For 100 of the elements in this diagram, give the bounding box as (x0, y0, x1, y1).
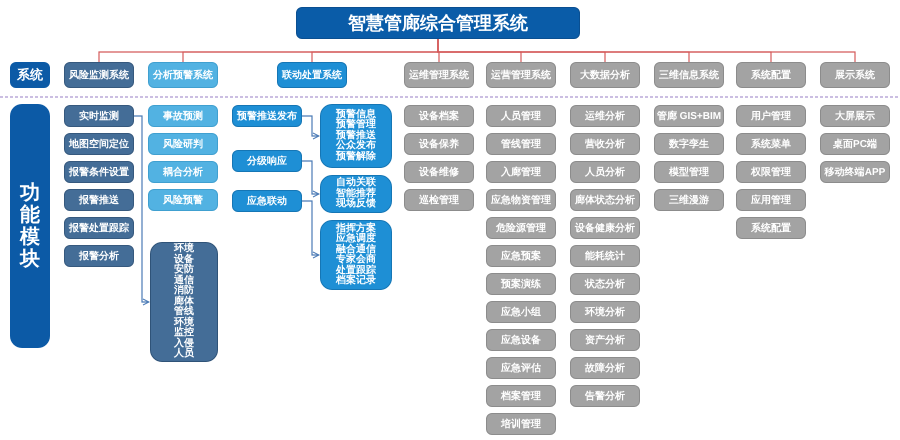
module-box (404, 105, 474, 127)
module-box (232, 105, 302, 127)
node-text: 应急评估 (501, 362, 541, 374)
module-box (570, 329, 640, 351)
node-text: 应急设备 (501, 334, 541, 346)
node-text: 危险源管理 (496, 222, 546, 234)
node-text: 风险预警 (163, 194, 203, 208)
node-text: 通信 (174, 276, 194, 286)
node-text: 权限管理 (751, 166, 791, 178)
module-box (570, 133, 640, 155)
node-text: 现场反馈 (336, 199, 376, 210)
node-text: 自动关联 (336, 178, 376, 188)
node-text: 智慧管廊综合管理系统 (348, 12, 528, 34)
module-box (148, 189, 218, 211)
node-text: 指挥方案 (336, 224, 376, 234)
arrow (134, 115, 150, 306)
node-text: 人员 (174, 349, 194, 360)
module-box (820, 105, 890, 127)
node-text: 风险研判 (163, 138, 203, 152)
module-box (654, 161, 724, 183)
module-box (736, 105, 806, 127)
module-box (486, 273, 556, 295)
list-box (320, 220, 392, 290)
node-text: 廊体 (174, 296, 194, 307)
tree-line (437, 39, 856, 62)
node-text: 报警分析 (79, 250, 119, 264)
node-text: 报警条件设置 (69, 166, 129, 180)
node-text: 应用管理 (751, 194, 791, 206)
node-text: 资产分析 (585, 334, 625, 346)
node-text: 数字孪生 (669, 138, 709, 150)
module-box (486, 245, 556, 267)
node-text: 大数据分析 (580, 70, 630, 80)
node-text: 告警分析 (585, 390, 625, 402)
module-box (486, 189, 556, 211)
node-text: 设备档案 (419, 110, 459, 122)
module-box (486, 133, 556, 155)
node-text: 系统 (17, 66, 43, 84)
node-text: 分级响应 (247, 154, 287, 168)
node-text: 设备 (174, 254, 194, 265)
node-text: 移动终端APP (824, 166, 886, 178)
arrow (302, 160, 320, 198)
node-text: 设备保养 (419, 138, 459, 150)
arrow (302, 115, 320, 140)
module-box (654, 189, 724, 211)
module-box (820, 62, 890, 88)
node-text: 地图空间定位 (69, 137, 129, 152)
node-text: 管廊 GIS+BIM (656, 110, 722, 122)
node-text: 报警推送 (79, 194, 119, 208)
module-box (486, 105, 556, 127)
module-box (570, 105, 640, 127)
module-box (404, 62, 474, 88)
node-text: 培训管理 (501, 418, 541, 430)
node-text: 环境分析 (585, 306, 625, 318)
module-box (570, 357, 640, 379)
module-box (404, 133, 474, 155)
node-text: 应急预案 (501, 250, 541, 262)
module-box (404, 161, 474, 183)
module-box (486, 385, 556, 407)
module-box (148, 62, 218, 88)
list-box (320, 104, 392, 168)
node-text: 营收分析 (585, 138, 625, 150)
node-text: 环境 (174, 318, 194, 328)
node-text: 消防 (174, 286, 194, 296)
node-text: 入侵 (174, 338, 194, 349)
node-text: 管线 (174, 307, 194, 318)
node-text: 预警推送发布 (237, 110, 297, 124)
module-box (736, 133, 806, 155)
node-text: 三维漫游 (669, 194, 709, 206)
module-box (736, 161, 806, 183)
node-text: 事故预测 (163, 110, 203, 124)
module-box (64, 62, 134, 88)
node-text: 预警解除 (336, 152, 376, 162)
node-text: 能耗统计 (585, 250, 625, 262)
module-box (736, 62, 806, 88)
node-text: 故障分析 (585, 362, 625, 374)
node-text: 安防 (174, 265, 194, 276)
node-text: 智能推荐 (336, 188, 376, 199)
module-box (486, 301, 556, 323)
module-box (486, 413, 556, 435)
node-text: 人员管理 (501, 110, 541, 122)
module-box (64, 161, 134, 183)
node-text: 运维管理系统 (409, 70, 469, 80)
list-box (150, 242, 218, 362)
module-box (148, 161, 218, 183)
node-text: 公众发布 (336, 141, 376, 152)
module-box (736, 189, 806, 211)
module-box (570, 245, 640, 267)
node-text: 应急联动 (247, 194, 287, 208)
node-text: 应急小组 (501, 306, 541, 318)
node-text: 运维分析 (585, 110, 625, 122)
arrow (302, 200, 320, 258)
module-box (486, 161, 556, 183)
node-text: 实时监测 (79, 109, 119, 124)
node-text: 入廊管理 (501, 166, 541, 178)
module-box (64, 105, 134, 127)
module-box (64, 245, 134, 267)
node-text: 管线管理 (501, 138, 541, 150)
module-box (64, 217, 134, 239)
node-text: 模型管理 (669, 166, 709, 178)
module-box (232, 190, 302, 212)
